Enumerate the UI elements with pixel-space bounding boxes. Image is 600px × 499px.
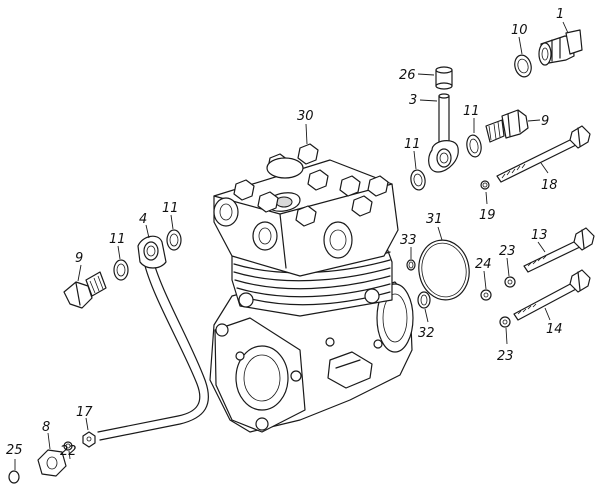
part-9-banjo-bolt-lower xyxy=(63,271,107,309)
part-32-ring xyxy=(417,291,431,309)
label-part-30: 30 xyxy=(297,109,314,124)
part-22-ring xyxy=(63,441,73,451)
label-part-8: 8 xyxy=(42,420,50,435)
label-part-26: 26 xyxy=(399,68,416,83)
label-part-22: 22 xyxy=(60,444,77,459)
part-23-washer-lower xyxy=(499,316,511,328)
callout-labels: 1 10 26 3 11 9 30 11 18 19 31 33 11 4 11… xyxy=(6,7,564,459)
part-10-seal-ring xyxy=(514,54,532,78)
label-part-3: 3 xyxy=(409,93,417,108)
label-part-25: 25 xyxy=(6,443,23,458)
part-1-fitting xyxy=(538,29,583,66)
part-11-seal-ring-b xyxy=(410,169,426,191)
label-part-24: 24 xyxy=(475,257,492,272)
label-part-32: 32 xyxy=(418,326,435,341)
label-part-17: 17 xyxy=(76,405,93,420)
label-part-23a: 23 xyxy=(499,244,516,259)
label-part-11c: 11 xyxy=(162,201,179,216)
label-part-31: 31 xyxy=(426,212,443,227)
part-19-washer xyxy=(480,180,490,190)
label-part-14: 14 xyxy=(546,322,563,337)
part-25-ring xyxy=(8,470,20,484)
part-4-pipe xyxy=(97,235,209,441)
part-14-bolt xyxy=(513,269,591,321)
part-26-cap xyxy=(435,66,453,90)
part-8-flange xyxy=(37,449,67,477)
part-33-ring xyxy=(406,259,416,271)
part-24-washer xyxy=(480,289,492,301)
part-9-banjo-bolt-upper xyxy=(485,109,529,143)
part-11-seal-ring-d xyxy=(113,259,129,281)
part-11-seal-ring-a xyxy=(466,134,482,158)
compressor-body xyxy=(209,143,414,433)
label-part-11a: 11 xyxy=(463,104,480,119)
part-31-o-ring xyxy=(418,239,470,301)
label-part-9a: 9 xyxy=(541,114,549,129)
label-part-13: 13 xyxy=(531,228,548,243)
part-17-nut xyxy=(82,431,96,448)
label-part-4: 4 xyxy=(139,212,147,227)
label-part-11d: 11 xyxy=(109,232,126,247)
label-part-10: 10 xyxy=(511,23,528,38)
label-part-19: 19 xyxy=(479,208,496,223)
label-part-18: 18 xyxy=(541,178,558,193)
label-part-1: 1 xyxy=(556,7,564,22)
part-13-bolt xyxy=(523,227,595,273)
label-part-23b: 23 xyxy=(497,349,514,364)
head-bolts xyxy=(233,143,389,227)
part-23-washer-upper xyxy=(504,276,516,288)
label-part-33: 33 xyxy=(400,233,417,248)
label-part-9b: 9 xyxy=(75,251,83,266)
label-part-11b: 11 xyxy=(404,137,421,152)
part-11-seal-ring-c xyxy=(166,229,182,251)
part-18-long-bolt xyxy=(496,125,591,183)
part-3-banjo-pipe xyxy=(428,93,459,173)
